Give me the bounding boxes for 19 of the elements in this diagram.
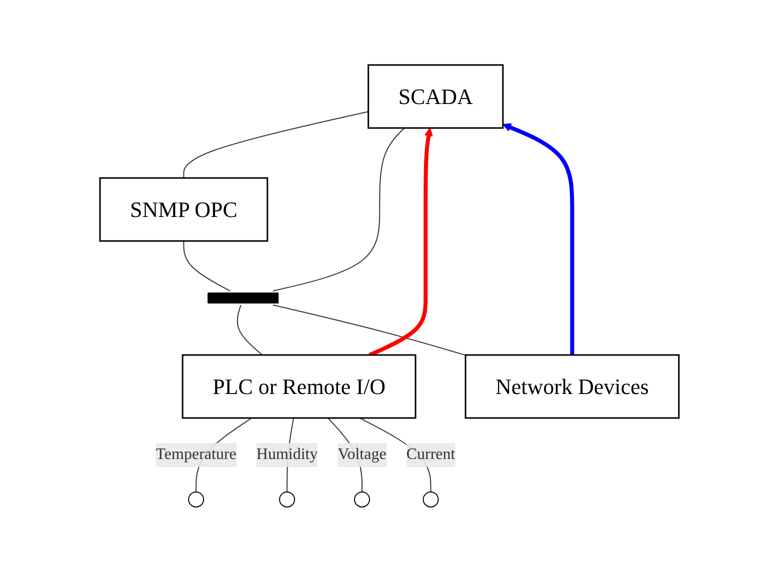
edge-label: Voltage (337, 445, 386, 462)
connector (182, 240, 230, 291)
node-box: PLC or Remote I/O (181, 354, 416, 418)
connector (272, 304, 466, 356)
node-box: Network Devices (464, 354, 680, 418)
arrow (502, 122, 574, 354)
node-circle (422, 490, 438, 507)
connector (182, 110, 368, 178)
node-circle (188, 490, 204, 507)
edge-label: Current (406, 445, 455, 462)
node-circle (354, 490, 370, 507)
edge-label: Temperature (155, 445, 236, 462)
node-box: SNMP OPC (98, 176, 268, 242)
connector (272, 127, 404, 291)
edge-label: Humidity (256, 445, 318, 462)
node-box: SCADA (367, 64, 504, 128)
node-circle (278, 490, 295, 507)
arrow (368, 127, 433, 356)
connector (236, 304, 262, 355)
